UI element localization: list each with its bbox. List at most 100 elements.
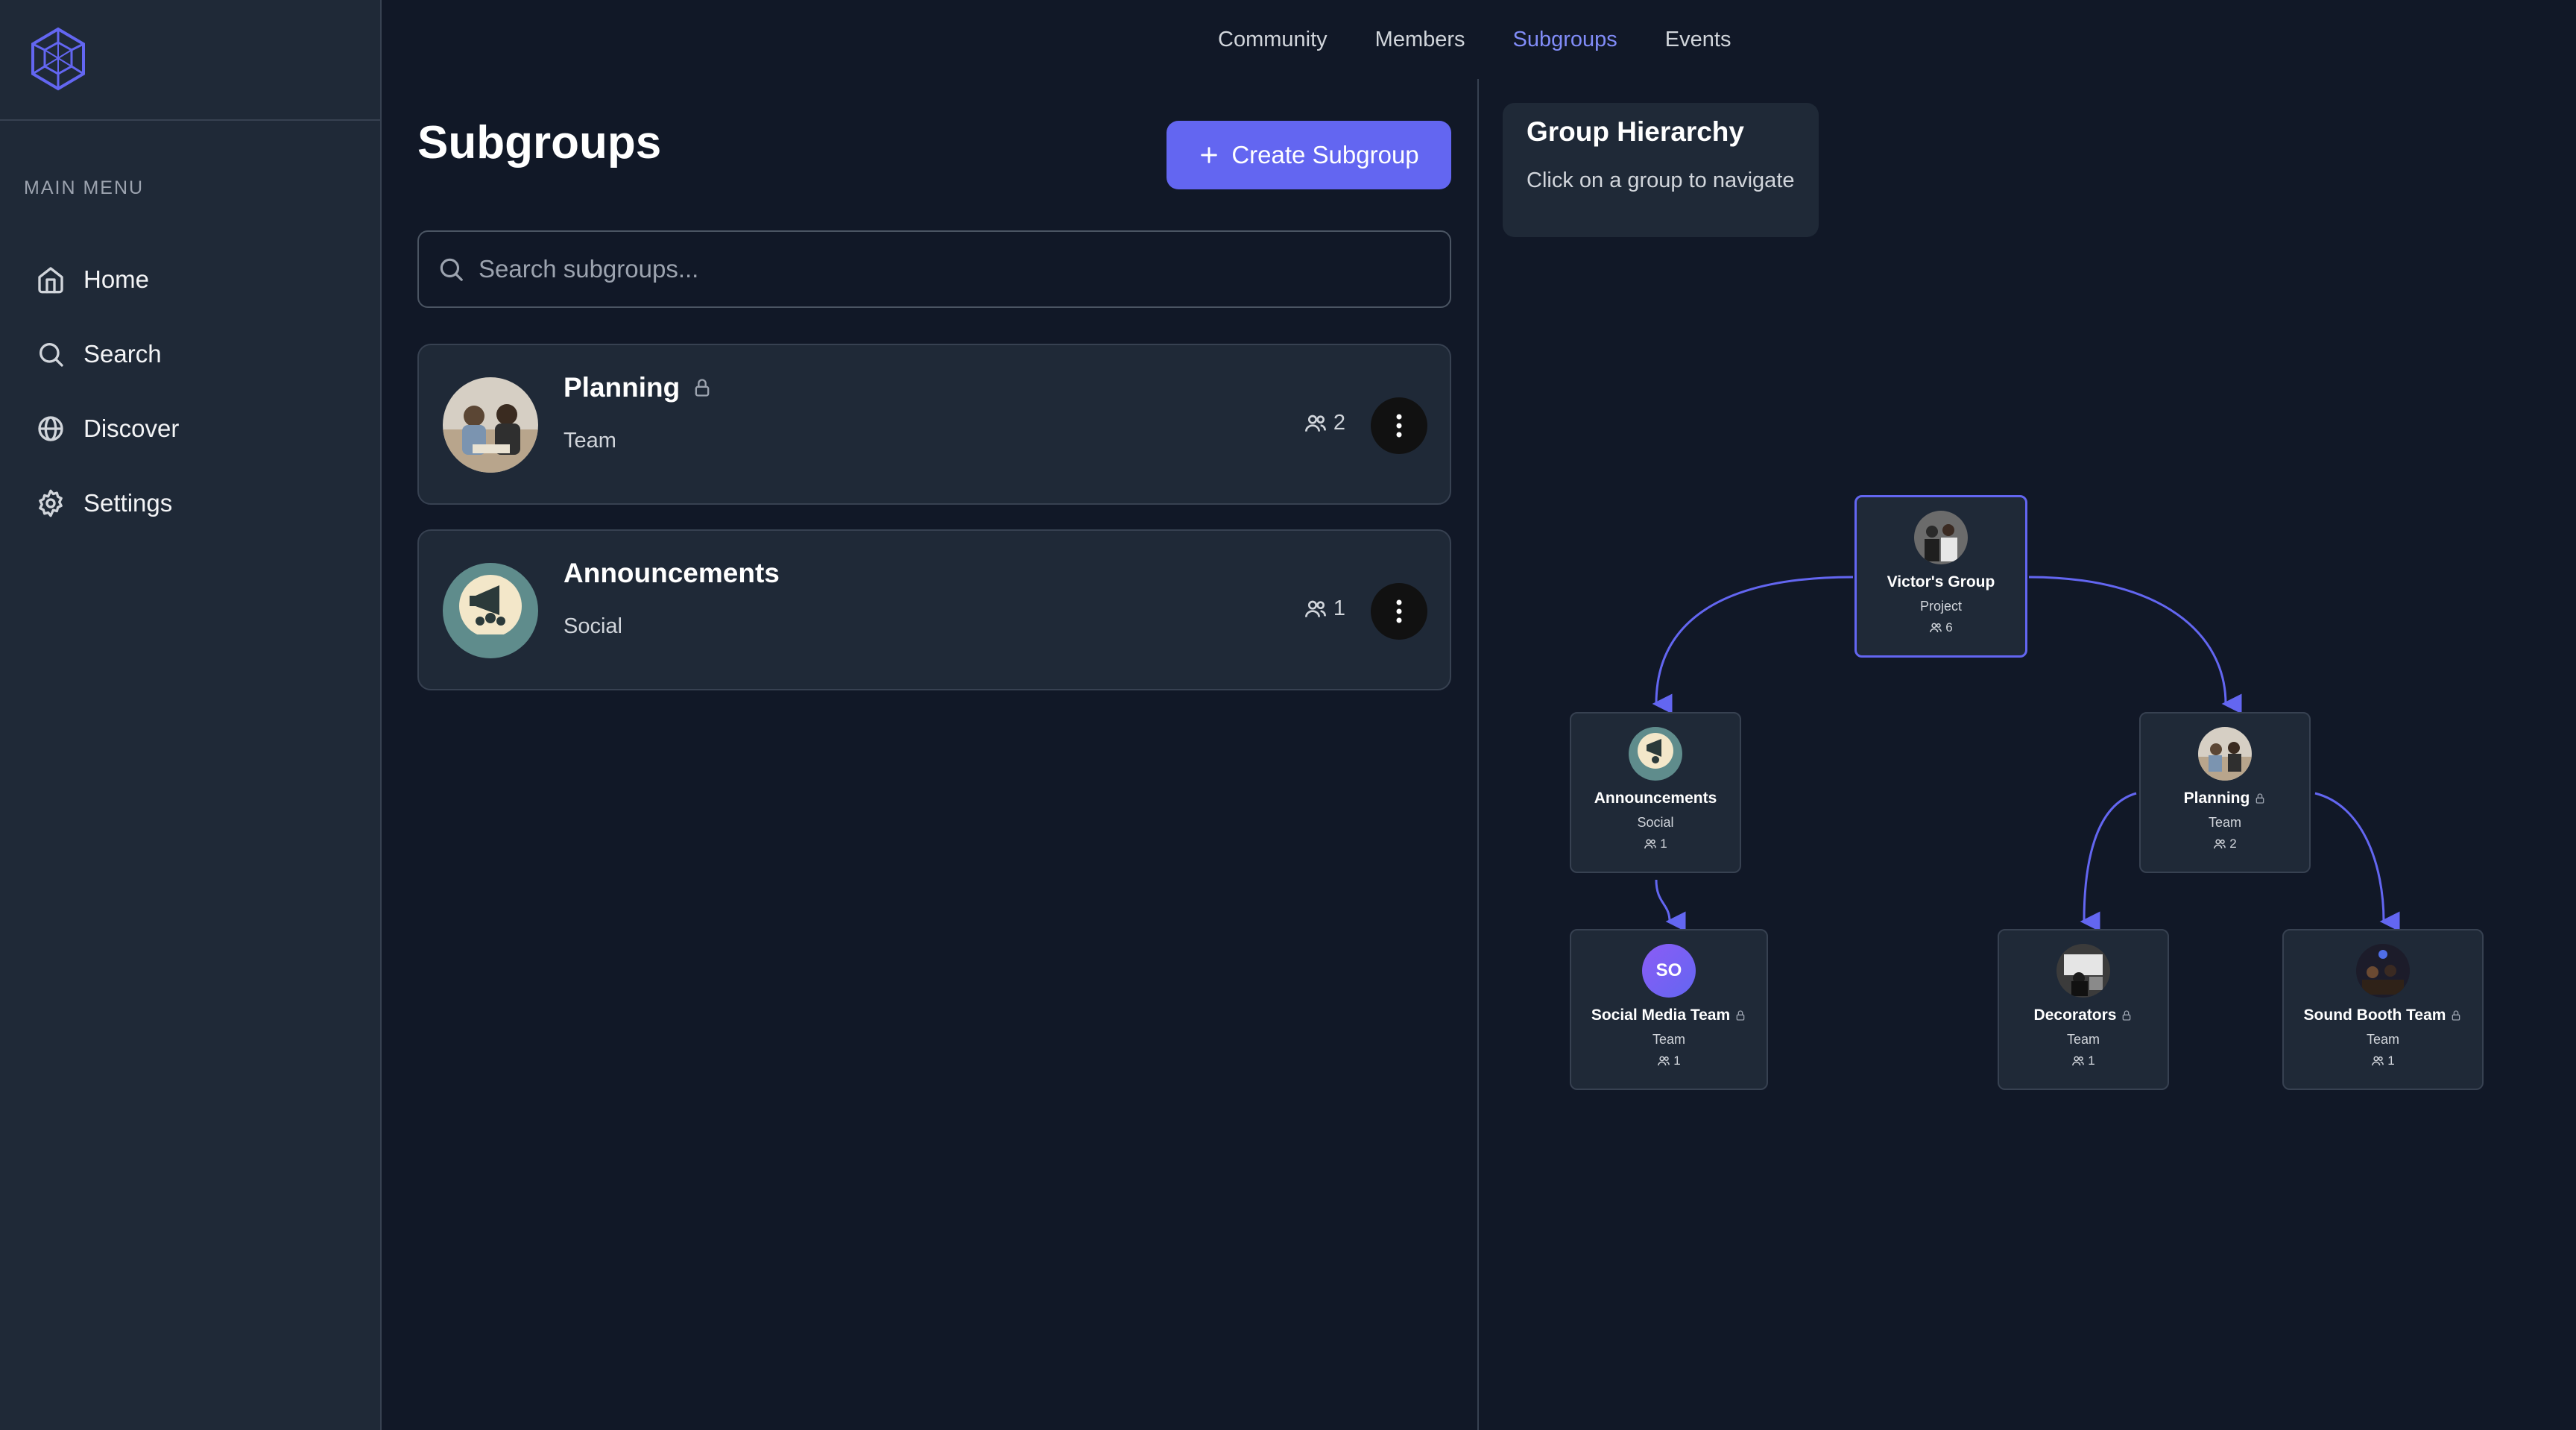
- hierarchy-subtitle: Click on a group to navigate: [1527, 168, 1795, 192]
- node-type: Project: [1919, 599, 1963, 614]
- tab-subgroups[interactable]: Subgroups: [1512, 27, 1617, 51]
- more-options-button[interactable]: [1371, 583, 1427, 640]
- users-icon: [2072, 1056, 2085, 1066]
- node-name-text: Decorators: [2033, 1007, 2117, 1024]
- users-icon: [1644, 839, 1657, 849]
- subgroup-type: Social: [564, 614, 622, 638]
- node-name-text: Planning: [2183, 790, 2250, 807]
- hierarchy-node-decorators[interactable]: Decorators Team 1: [1998, 929, 2169, 1090]
- users-icon: [1658, 1056, 1670, 1066]
- node-member-count: 1: [1571, 837, 1740, 851]
- users-icon: [2214, 839, 2226, 849]
- node-name: Announcements: [1594, 790, 1717, 807]
- sidebar-item-home[interactable]: Home: [0, 242, 380, 317]
- logo-area: [0, 0, 380, 121]
- node-member-count: 2: [2141, 837, 2309, 851]
- node-type: Team: [2066, 1032, 2100, 1047]
- lock-icon: [1736, 1010, 1745, 1021]
- sidebar-item-search[interactable]: Search: [0, 317, 380, 391]
- node-type: Team: [2366, 1032, 2399, 1047]
- node-type: Team: [1652, 1032, 1685, 1047]
- create-subgroup-button[interactable]: Create Subgroup: [1167, 121, 1451, 189]
- node-type: Team: [2208, 815, 2241, 830]
- node-name-text: Social Media Team: [1591, 1007, 1731, 1024]
- sidebar-item-label: Search: [83, 340, 162, 368]
- search-bar: [417, 230, 1451, 308]
- kebab-menu-icon: [1396, 414, 1402, 438]
- node-member-count: 6: [1857, 620, 2025, 635]
- panel-divider: [1477, 79, 1479, 1430]
- tab-events[interactable]: Events: [1664, 27, 1731, 51]
- hierarchy-node-sound-booth-team[interactable]: Sound Booth Team Team 1: [2282, 929, 2484, 1090]
- node-name: Decorators: [1999, 1007, 2168, 1024]
- member-count: 2: [1304, 411, 1345, 435]
- edge-root-planning: [2028, 576, 2242, 714]
- page-title: Subgroups: [417, 117, 662, 168]
- node-count-value: 2: [2229, 837, 2237, 851]
- logo-icon[interactable]: [28, 26, 88, 93]
- hierarchy-node-announcements[interactable]: Announcements Social 1: [1570, 712, 1741, 873]
- subgroup-name: Planning: [564, 372, 713, 403]
- subgroup-card-planning[interactable]: Planning Team 2: [417, 344, 1451, 505]
- subgroup-name: Announcements: [564, 558, 780, 589]
- member-count-value: 2: [1333, 411, 1345, 435]
- main-menu-label: MAIN MENU: [24, 177, 145, 198]
- node-count-value: 1: [1660, 837, 1667, 851]
- edge-root-announcements: [1652, 576, 1854, 714]
- node-type: Social: [1637, 815, 1674, 830]
- sidebar-item-label: Home: [83, 265, 150, 293]
- node-avatar: [2356, 944, 2410, 998]
- edge-announcements-social: [1655, 879, 1686, 932]
- node-name: Social Media Team: [1571, 1007, 1767, 1024]
- subgroups-main: Subgroups Create Subgroup: [382, 79, 1477, 1430]
- lock-icon: [695, 379, 710, 397]
- users-icon: [1304, 415, 1326, 432]
- node-member-count: 1: [2284, 1053, 2482, 1068]
- node-avatar: [2056, 944, 2110, 998]
- tab-members[interactable]: Members: [1374, 27, 1465, 51]
- node-avatar-initials: SO: [1642, 944, 1696, 998]
- member-count: 1: [1304, 596, 1345, 621]
- more-options-button[interactable]: [1371, 397, 1427, 454]
- lock-icon: [2255, 793, 2264, 804]
- node-name: Victor's Group: [1887, 573, 1995, 590]
- sidebar: MAIN MENU Home Search Discover: [0, 0, 382, 1430]
- node-avatar: [1914, 511, 1968, 564]
- member-count-value: 1: [1333, 596, 1345, 620]
- sidebar-item-discover[interactable]: Discover: [0, 391, 380, 466]
- search-icon: [440, 258, 463, 281]
- node-avatar: [2198, 727, 2252, 781]
- announcements-avatar: [443, 563, 538, 658]
- node-avatar: [1629, 727, 1682, 781]
- users-icon: [1304, 600, 1326, 617]
- tab-community[interactable]: Community: [1218, 27, 1328, 51]
- node-name: Sound Booth Team: [2284, 1007, 2482, 1024]
- edge-planning-soundbooth: [2314, 792, 2400, 932]
- node-count-value: 1: [2387, 1053, 2395, 1068]
- subgroup-type: Team: [564, 429, 616, 453]
- kebab-menu-icon: [1396, 599, 1402, 623]
- sidebar-item-label: Settings: [83, 489, 173, 517]
- subgroup-card-announcements[interactable]: Announcements Social 1: [417, 529, 1451, 690]
- sidebar-item-label: Discover: [83, 415, 180, 442]
- node-count-value: 6: [1945, 620, 1953, 634]
- search-icon: [40, 343, 63, 367]
- top-tabs: Community Members Subgroups Events: [1218, 0, 1731, 79]
- node-count-value: 1: [2088, 1053, 2095, 1068]
- node-count-value: 1: [1673, 1053, 1681, 1068]
- home-icon: [38, 267, 63, 294]
- search-subgroups-input[interactable]: [479, 255, 1410, 283]
- planning-avatar: [443, 377, 538, 473]
- hierarchy-node-planning[interactable]: Planning Team 2: [2139, 712, 2311, 873]
- subgroup-name-text: Announcements: [564, 558, 780, 588]
- lock-icon: [2123, 1010, 2131, 1021]
- node-name-text: Sound Booth Team: [2303, 1007, 2446, 1024]
- subgroup-name-text: Planning: [564, 372, 681, 403]
- sidebar-item-settings[interactable]: Settings: [0, 466, 380, 541]
- hierarchy-node-social-media-team[interactable]: SO Social Media Team Team 1: [1570, 929, 1768, 1090]
- node-member-count: 1: [1571, 1053, 1767, 1068]
- hierarchy-node-root[interactable]: Victor's Group Project 6: [1854, 495, 2027, 658]
- edge-planning-decorators: [2080, 792, 2137, 932]
- hierarchy-title: Group Hierarchy: [1527, 116, 1744, 147]
